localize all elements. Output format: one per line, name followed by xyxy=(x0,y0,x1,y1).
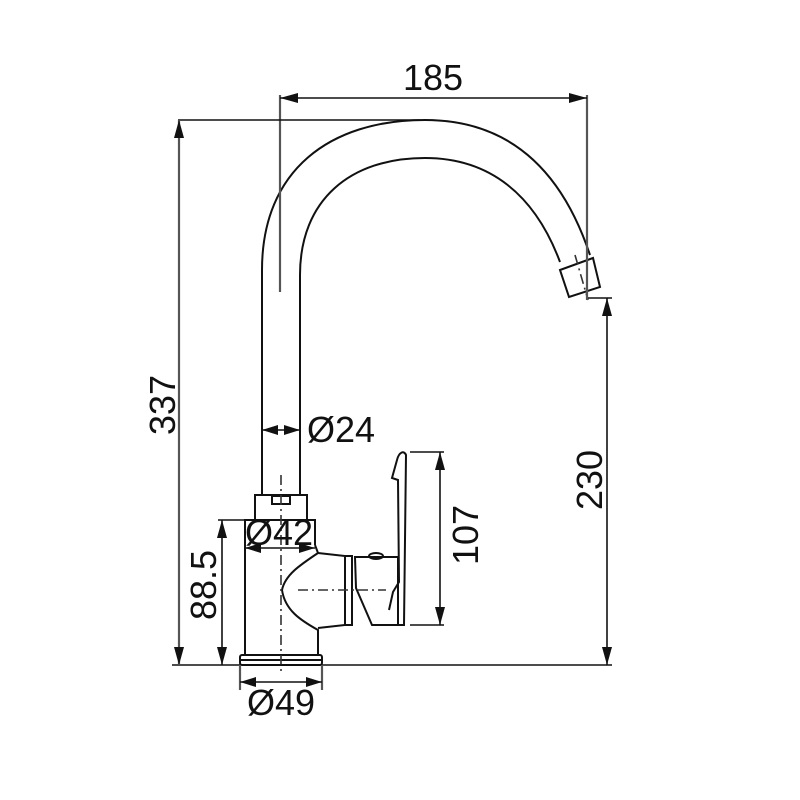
dimension-collar-diameter: Ø42 xyxy=(245,512,315,553)
label-body-height: 88.5 xyxy=(183,550,224,620)
label-base-diameter: Ø49 xyxy=(247,682,315,723)
dimension-total-height: 337 xyxy=(142,119,420,665)
aerator-centerline xyxy=(574,254,589,301)
label-collar-diameter: Ø42 xyxy=(245,512,313,553)
faucet-outline xyxy=(239,118,602,672)
label-pipe-diameter: Ø24 xyxy=(307,409,375,450)
label-spout-height: 230 xyxy=(569,450,610,510)
dimension-pipe-diameter: Ø24 xyxy=(262,409,375,450)
dimension-body-height: 88.5 xyxy=(183,519,245,665)
spout-inner-curve xyxy=(299,156,561,495)
body-ring xyxy=(244,519,316,545)
label-total-height: 337 xyxy=(142,375,183,435)
spout-outer-curve xyxy=(261,118,591,495)
dimension-spout-reach: 185 xyxy=(278,57,589,300)
set-screw xyxy=(368,552,384,560)
dimension-handle-height: 107 xyxy=(410,451,486,626)
handle-base xyxy=(353,556,399,626)
lever-handle xyxy=(388,451,408,626)
aerator xyxy=(558,256,602,299)
dimension-spout-height: 230 xyxy=(569,297,612,665)
dimension-base-diameter: Ø49 xyxy=(238,665,324,723)
label-spout-reach: 185 xyxy=(403,57,463,98)
label-handle-height: 107 xyxy=(445,505,486,565)
body-main xyxy=(244,544,320,655)
